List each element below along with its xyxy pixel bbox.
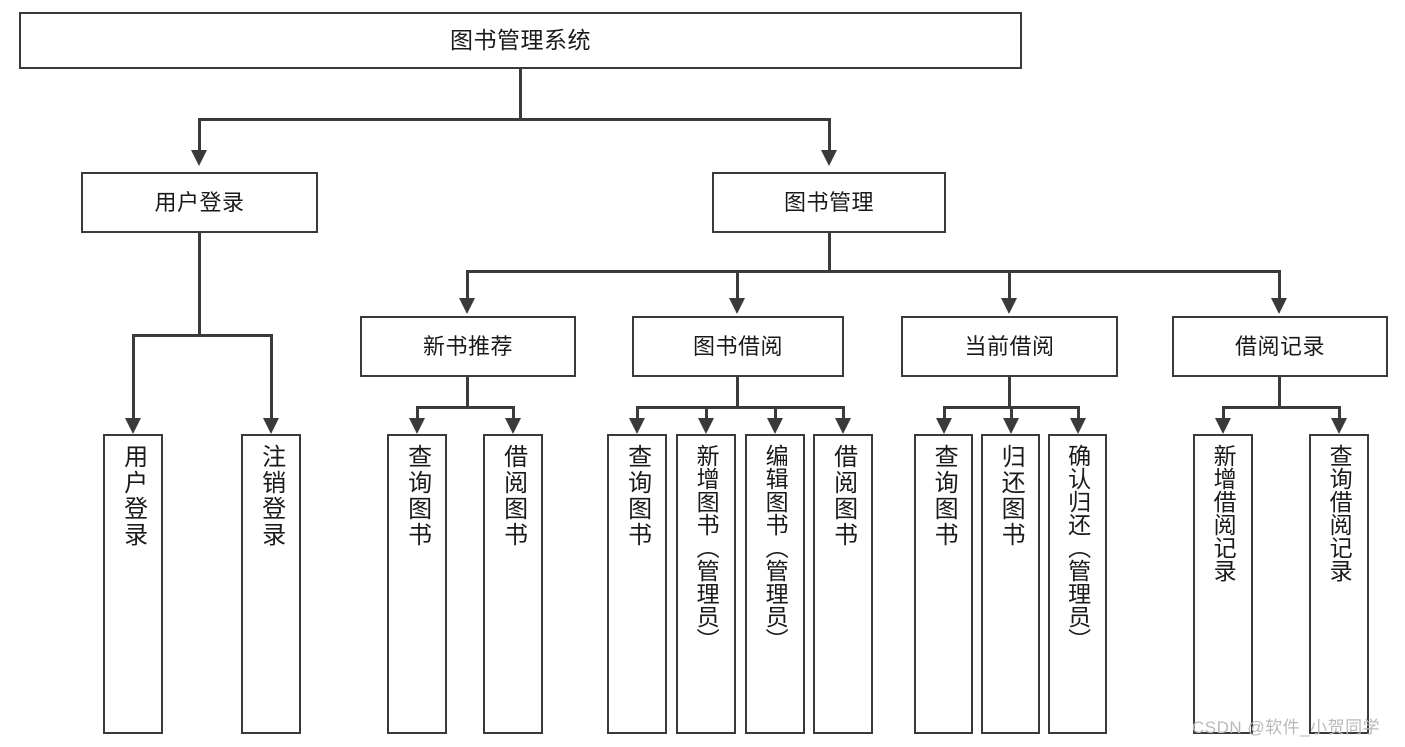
arrow-cb-to-leaf-2	[1003, 418, 1019, 434]
edge-bb-to-leaf-2	[705, 406, 708, 420]
edge-user-login-stem	[198, 232, 201, 336]
node-leaf-query-book-1-label: 查询图书	[403, 444, 431, 548]
node-leaf-borrow-book-2-label: 借阅图书	[829, 444, 857, 548]
arrow-bb-to-leaf-2	[698, 418, 714, 434]
edge-cb-to-leaf-2	[1010, 406, 1013, 420]
edge-br-to-leaf-1	[1222, 406, 1225, 420]
node-leaf-query-borrow-record[interactable]: 查询借阅记录	[1309, 434, 1369, 734]
node-leaf-add-borrow-record[interactable]: 新增借阅记录	[1193, 434, 1253, 734]
node-leaf-borrow-book-1[interactable]: 借阅图书	[483, 434, 543, 734]
edge-borrow-record-stem	[1278, 376, 1281, 408]
node-book-borrow-label: 图书借阅	[692, 333, 783, 359]
node-leaf-confirm-return-admin[interactable]: 确认归还（管理员）	[1048, 434, 1107, 734]
node-root-label: 图书管理系统	[450, 27, 591, 54]
edge-root-stem	[519, 68, 522, 120]
node-new-book-recommend-label: 新书推荐	[422, 333, 513, 359]
edge-user-login-to-leaf-2	[270, 334, 273, 418]
node-leaf-query-book-1[interactable]: 查询图书	[387, 434, 447, 734]
node-leaf-logout-login[interactable]: 注销登录	[241, 434, 301, 734]
arrow-cb-to-leaf-3	[1070, 418, 1086, 434]
edge-cb-to-leaf-1	[943, 406, 946, 420]
edge-user-login-bar	[132, 334, 271, 337]
node-borrow-record-label: 借阅记录	[1234, 333, 1325, 359]
node-leaf-add-borrow-record-label: 新增借阅记录	[1210, 444, 1237, 582]
node-leaf-query-borrow-record-label: 查询借阅记录	[1326, 444, 1353, 582]
edge-book-borrow-bar	[636, 406, 844, 409]
edge-bb-to-leaf-3	[774, 406, 777, 420]
edge-current-borrow-stem	[1008, 376, 1011, 408]
arrow-bm-to-new-book-recommend	[459, 298, 475, 314]
node-root[interactable]: 图书管理系统	[19, 12, 1022, 69]
arrow-root-to-user-login	[191, 150, 207, 166]
node-leaf-query-book-2[interactable]: 查询图书	[607, 434, 667, 734]
edge-bm-to-new-book-recommend	[466, 270, 469, 298]
arrow-bm-to-borrow-record	[1271, 298, 1287, 314]
node-current-borrow-label: 当前借阅	[964, 333, 1055, 359]
node-leaf-query-book-2-label: 查询图书	[623, 444, 651, 548]
node-book-borrow[interactable]: 图书借阅	[632, 316, 844, 377]
node-leaf-add-book-admin-label: 新增图书（管理员）	[693, 444, 720, 651]
edge-cb-to-leaf-3	[1077, 406, 1080, 420]
node-leaf-edit-book-admin[interactable]: 编辑图书（管理员）	[745, 434, 805, 734]
csdn-watermark: CSDN @软件_小贺同学	[1192, 718, 1381, 737]
edge-borrow-record-bar	[1222, 406, 1340, 409]
edge-bb-to-leaf-1	[636, 406, 639, 420]
edge-bb-to-leaf-4	[842, 406, 845, 420]
edge-nbr-to-leaf-1	[416, 406, 419, 420]
node-leaf-logout-login-label: 注销登录	[257, 444, 285, 548]
edge-root-bar	[198, 118, 831, 121]
arrow-user-login-to-leaf-1	[125, 418, 141, 434]
node-leaf-borrow-book-1-label: 借阅图书	[499, 444, 527, 548]
node-leaf-user-login-label: 用户登录	[119, 444, 147, 548]
node-borrow-record[interactable]: 借阅记录	[1172, 316, 1388, 377]
edge-nbr-to-leaf-2	[512, 406, 515, 420]
node-leaf-return-book[interactable]: 归还图书	[981, 434, 1040, 734]
node-leaf-add-book-admin[interactable]: 新增图书（管理员）	[676, 434, 736, 734]
arrow-br-to-leaf-1	[1215, 418, 1231, 434]
edge-bm-to-book-borrow	[736, 270, 739, 298]
node-user-login[interactable]: 用户登录	[81, 172, 318, 233]
edge-new-book-recommend-stem	[466, 376, 469, 408]
node-leaf-edit-book-admin-label: 编辑图书（管理员）	[762, 444, 789, 651]
node-leaf-user-login[interactable]: 用户登录	[103, 434, 163, 734]
arrow-cb-to-leaf-1	[936, 418, 952, 434]
node-book-management-label: 图书管理	[783, 189, 874, 215]
node-leaf-borrow-book-2[interactable]: 借阅图书	[813, 434, 873, 734]
arrow-root-to-book-management	[821, 150, 837, 166]
edge-bm-to-borrow-record	[1278, 270, 1281, 298]
arrow-bm-to-book-borrow	[729, 298, 745, 314]
edge-new-book-recommend-bar	[416, 406, 515, 409]
edge-book-management-stem	[828, 232, 831, 272]
arrow-bb-to-leaf-4	[835, 418, 851, 434]
node-book-management[interactable]: 图书管理	[712, 172, 946, 233]
edge-book-borrow-stem	[736, 376, 739, 408]
edge-book-management-bar	[466, 270, 1280, 273]
arrow-bb-to-leaf-1	[629, 418, 645, 434]
arrow-nbr-to-leaf-2	[505, 418, 521, 434]
edge-user-login-to-leaf-1	[132, 334, 135, 418]
arrow-bm-to-current-borrow	[1001, 298, 1017, 314]
node-leaf-confirm-return-admin-label: 确认归还（管理员）	[1064, 444, 1091, 651]
edge-bm-to-current-borrow	[1008, 270, 1011, 298]
node-current-borrow[interactable]: 当前借阅	[901, 316, 1118, 377]
node-leaf-query-book-3[interactable]: 查询图书	[914, 434, 973, 734]
edge-br-to-leaf-2	[1338, 406, 1341, 420]
arrow-bb-to-leaf-3	[767, 418, 783, 434]
arrow-br-to-leaf-2	[1331, 418, 1347, 434]
node-leaf-return-book-label: 归还图书	[997, 444, 1025, 548]
arrow-user-login-to-leaf-2	[263, 418, 279, 434]
node-leaf-query-book-3-label: 查询图书	[930, 444, 958, 548]
node-user-login-label: 用户登录	[154, 189, 245, 215]
node-new-book-recommend[interactable]: 新书推荐	[360, 316, 576, 377]
edge-root-to-user-login	[198, 118, 201, 150]
arrow-nbr-to-leaf-1	[409, 418, 425, 434]
edge-root-to-book-management	[828, 118, 831, 150]
